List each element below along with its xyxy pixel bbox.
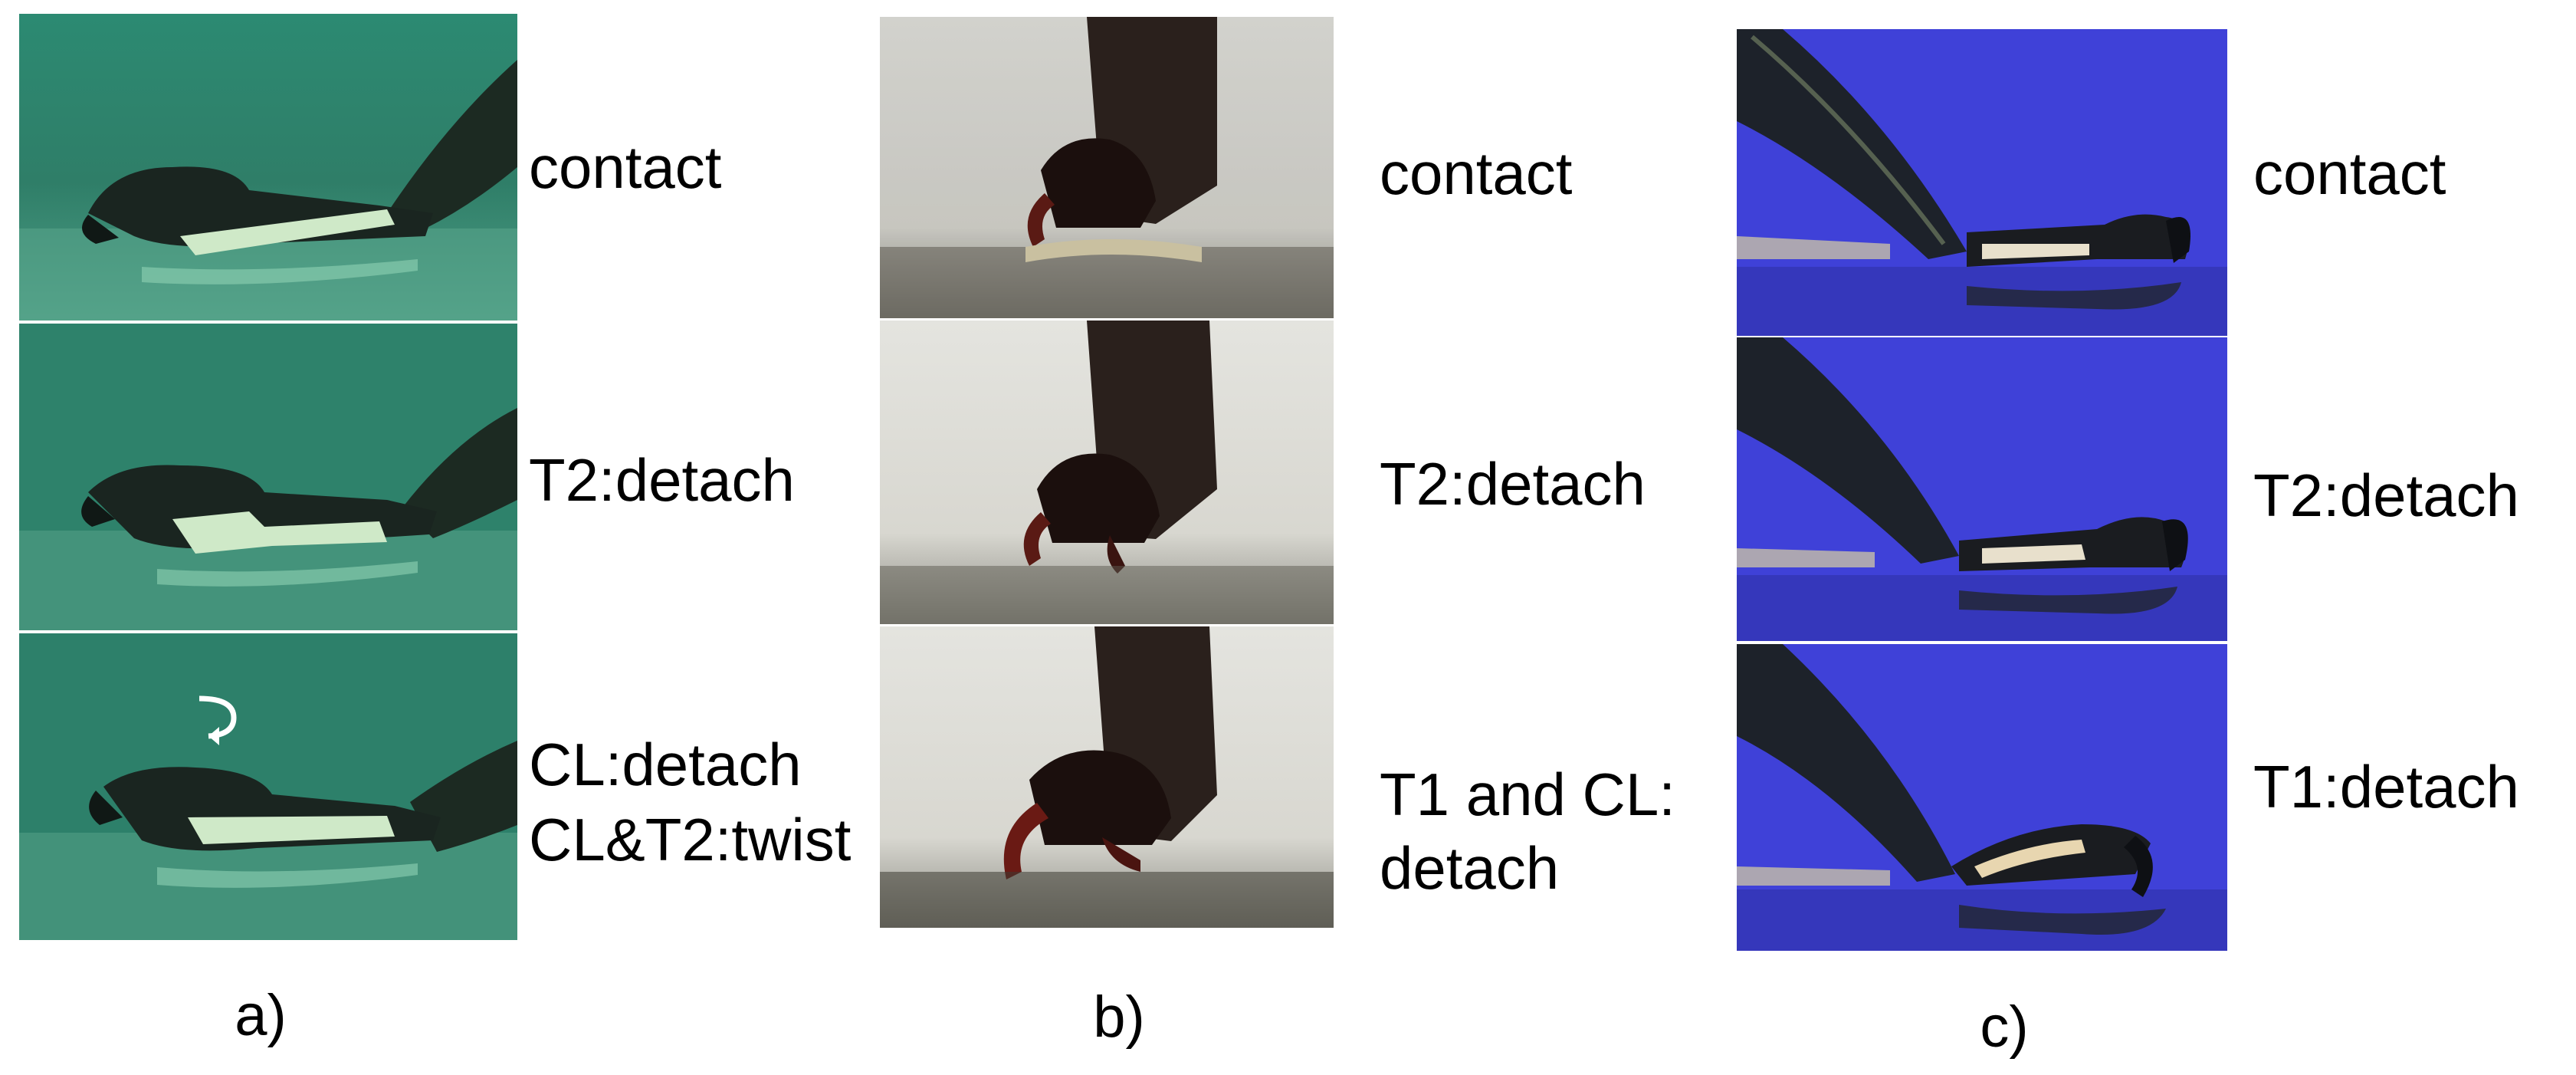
- panel-a-caption: a): [235, 983, 287, 1048]
- panel-c-frame-t1-detach: [1737, 644, 2227, 951]
- panel-c-caption: c): [1980, 994, 2029, 1060]
- leg-photo-blue-3: [1737, 644, 2227, 951]
- leg-photo-green-3: [19, 633, 517, 940]
- panel-c-frame-t2-detach: [1737, 337, 2227, 641]
- panel-c-label-1: contact: [2253, 140, 2446, 207]
- panel-c-label-3: T1:detach: [2253, 753, 2519, 820]
- rotation-arrow-icon: [199, 695, 237, 745]
- leg-photo-blue-1: [1737, 29, 2227, 336]
- panel-b-frame-t2-detach: [880, 321, 1334, 624]
- leg-photo-blue-2: [1737, 337, 2227, 641]
- panel-b-frame-t1-cl-detach: [880, 626, 1334, 928]
- panel-b-label-1: contact: [1380, 140, 1573, 207]
- panel-c-label-2: T2:detach: [2253, 462, 2519, 529]
- panel-a-label-3: CL:detach CL&T2:twist: [529, 731, 852, 873]
- panel-c-frame-contact: [1737, 29, 2227, 336]
- panel-b-label-2: T2:detach: [1380, 450, 1646, 518]
- panel-a-frame-t2-detach: [19, 324, 517, 630]
- panel-a-divider-2: [19, 630, 517, 633]
- panel-a-label-2: T2:detach: [529, 446, 795, 514]
- panel-a-frame-contact: [19, 14, 517, 321]
- panel-b-frame-contact: [880, 17, 1334, 318]
- panel-b-caption: b): [1093, 985, 1145, 1050]
- leg-photo-gray-1: [880, 17, 1334, 318]
- leg-photo-gray-3: [880, 626, 1334, 928]
- leg-photo-green-1: [19, 14, 517, 321]
- leg-photo-gray-2: [880, 321, 1334, 624]
- panel-b-label-3: T1 and CL: detach: [1380, 761, 1675, 902]
- panel-a-label-1: contact: [529, 133, 722, 201]
- panel-a-frame-cl-detach: [19, 633, 517, 940]
- panel-a-divider-1: [19, 321, 517, 324]
- leg-photo-green-2: [19, 324, 517, 630]
